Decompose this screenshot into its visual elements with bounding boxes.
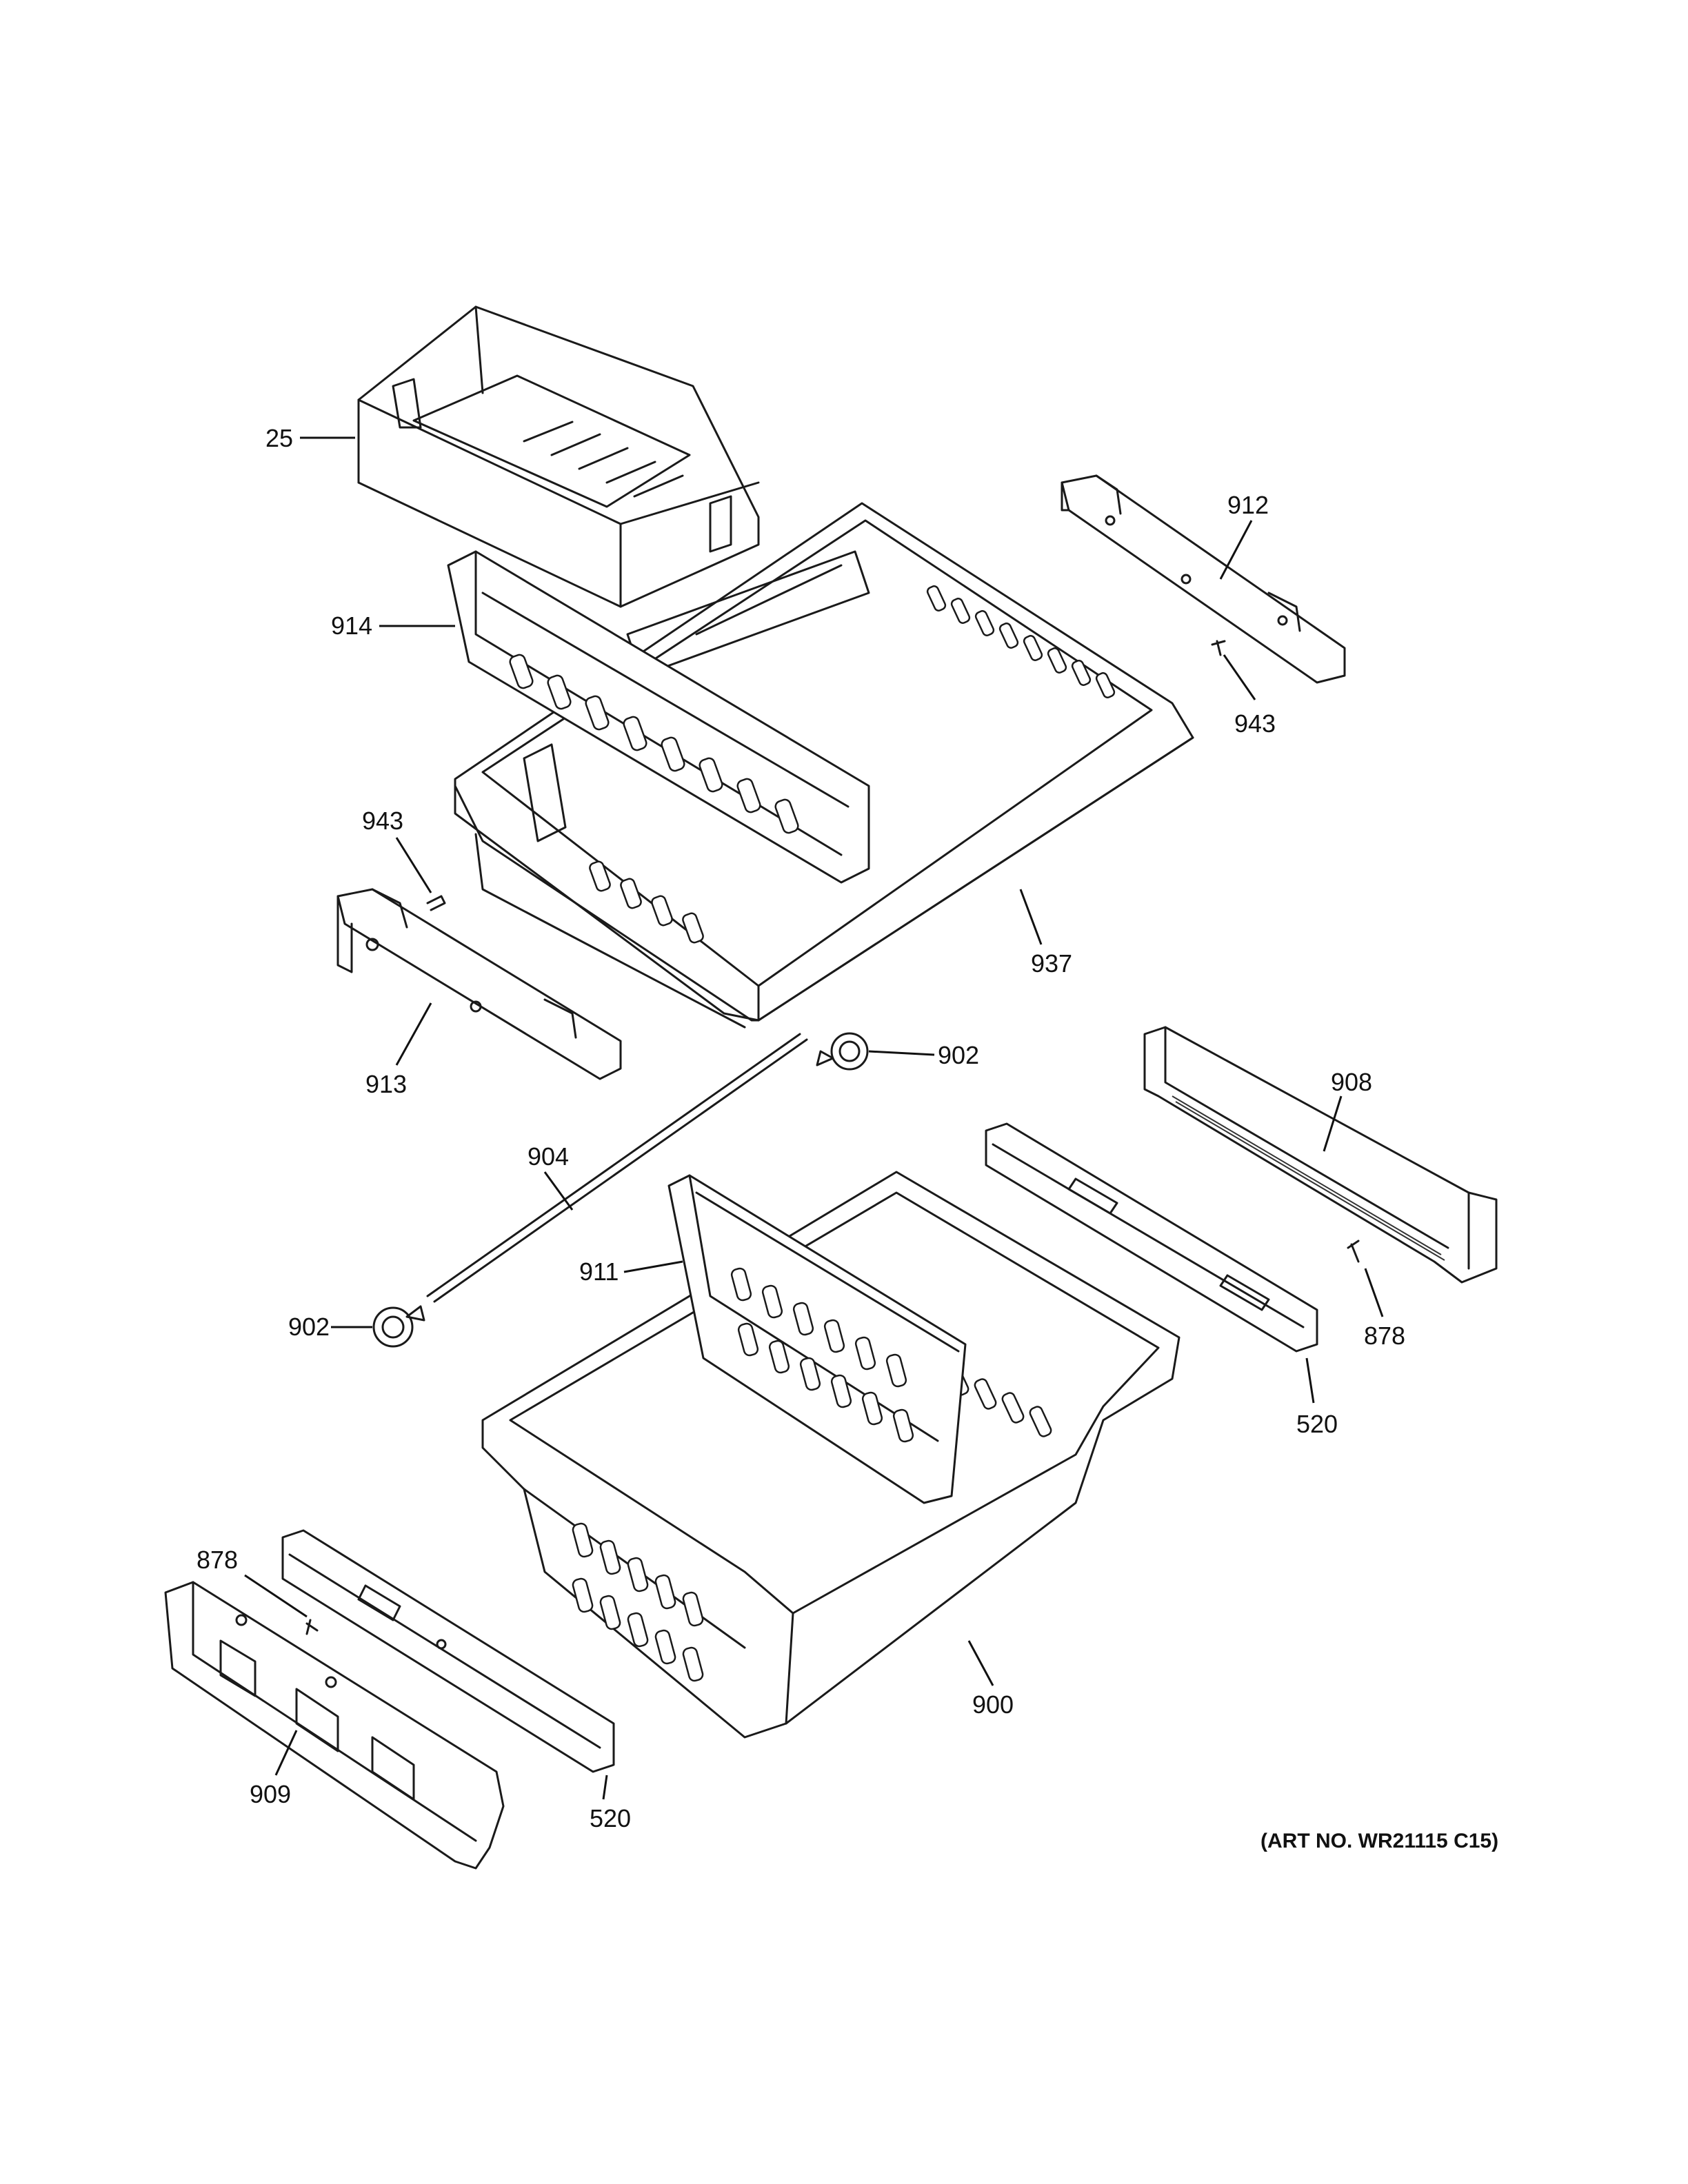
part-914-divider [447, 550, 870, 884]
callout-911: 911 [579, 1257, 619, 1286]
part-902-gear-upper [816, 1032, 869, 1071]
callout-913: 913 [365, 1070, 407, 1098]
callout-labels: 25 914 912 943 943 913 937 902 908 904 9… [197, 424, 1405, 1832]
callout-902-upper: 902 [938, 1041, 979, 1069]
callout-25: 25 [265, 424, 293, 452]
part-913-rail [336, 888, 622, 1080]
part-912-rail [1061, 474, 1346, 684]
part-902-gear-lower [372, 1305, 425, 1348]
callout-943-left: 943 [362, 807, 403, 835]
callout-914: 914 [331, 611, 372, 640]
part-911-divider [667, 1174, 967, 1504]
part-943-screw-upper-right [1211, 640, 1226, 656]
callout-909: 909 [250, 1780, 291, 1808]
divider-914-slots [509, 654, 799, 834]
part-520-slide-right [985, 1122, 1318, 1353]
callout-943-right: 943 [1234, 709, 1276, 738]
divider-911-slots [730, 1267, 914, 1443]
callout-902-lower: 902 [288, 1313, 330, 1341]
part-943-screw-upper-left [426, 895, 446, 911]
callout-900: 900 [972, 1690, 1014, 1719]
part-908-rail [1143, 1026, 1498, 1284]
callout-912: 912 [1227, 491, 1269, 519]
part-909-cover [164, 1581, 505, 1870]
part-520-slide-left [281, 1529, 615, 1773]
callout-908: 908 [1331, 1068, 1372, 1096]
callout-878-right: 878 [1364, 1322, 1405, 1350]
pan-937-slots [926, 585, 1116, 698]
part-878-screw-right [1347, 1240, 1360, 1263]
callout-904: 904 [528, 1142, 569, 1171]
art-number: (ART NO. WR21115 C15) [1260, 1830, 1498, 1852]
callout-878-left: 878 [197, 1546, 238, 1574]
part-904-rod [426, 1033, 808, 1303]
callout-520-right: 520 [1296, 1410, 1338, 1438]
basket-900-slots [572, 1364, 1052, 1682]
callout-937: 937 [1031, 949, 1072, 978]
part-878-screw-left [305, 1619, 319, 1635]
part-937-lower-frame [454, 743, 760, 1029]
part-25-upper-tray [357, 305, 760, 608]
callout-520-left: 520 [590, 1804, 631, 1832]
leader-lines [244, 436, 1384, 1800]
part-900-lower-basket [481, 1171, 1180, 1739]
